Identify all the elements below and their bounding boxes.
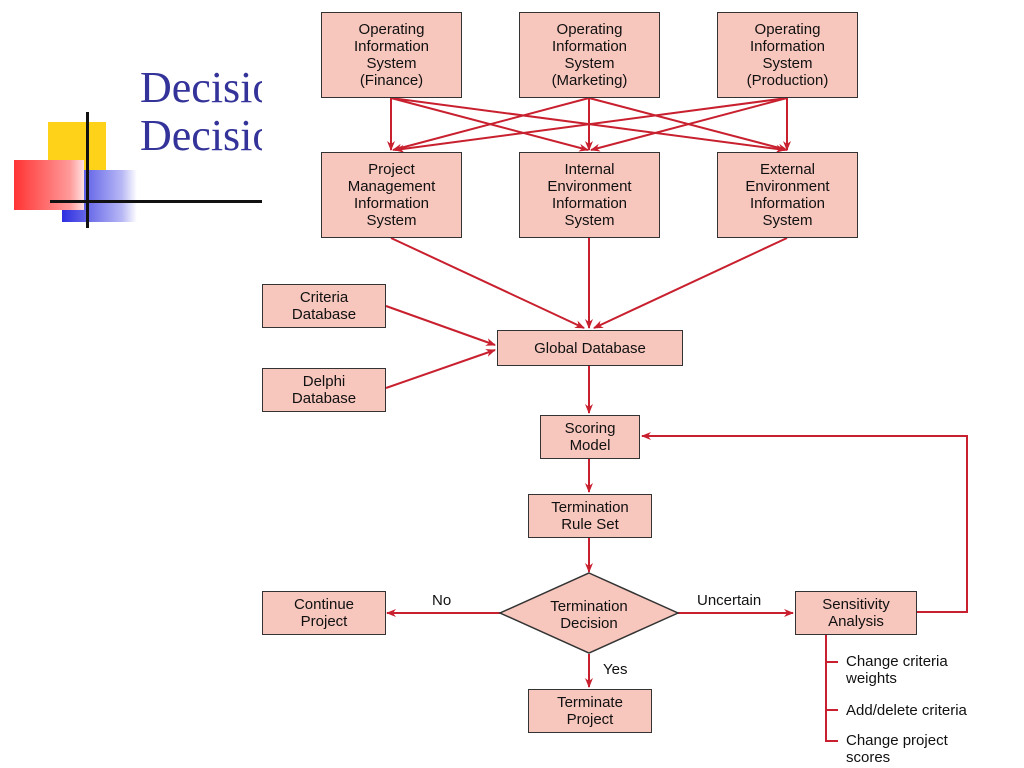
arrow-eeis-to-global bbox=[593, 237, 788, 329]
arrow-production-to-pmis bbox=[394, 97, 788, 153]
sensitivity-option-1: Change criteria weights bbox=[846, 653, 948, 687]
diagram-panel bbox=[262, 0, 1024, 768]
sensitivity-option-2: Add/delete criteria bbox=[846, 702, 967, 719]
arrow-criteria-to-global bbox=[385, 305, 496, 346]
ois-marketing-node: Operating Information System (Marketing) bbox=[519, 12, 660, 98]
continue-project-node: Continue Project bbox=[262, 591, 386, 635]
pmis-node: Project Management Information System bbox=[321, 152, 462, 238]
terminate-project-node: Terminate Project bbox=[528, 689, 652, 733]
eeis-node: External Environment Information System bbox=[717, 152, 858, 238]
arrow-production-to-ieis bbox=[590, 97, 788, 152]
global-database-node: Global Database bbox=[497, 330, 683, 366]
termination-decision-diamond bbox=[498, 572, 680, 654]
sensitivity-analysis-node: Sensitivity Analysis bbox=[795, 591, 917, 635]
delphi-database-node: Delphi Database bbox=[262, 368, 386, 412]
ieis-node: Internal Environment Information System bbox=[519, 152, 660, 238]
scoring-model-node: Scoring Model bbox=[540, 415, 640, 459]
arrow-delphi-to-global bbox=[385, 349, 496, 389]
decorative-line-horizontal bbox=[50, 200, 262, 203]
arrow-pmis-to-global bbox=[390, 237, 585, 329]
termination-decision-label: Termination Decision bbox=[550, 598, 628, 632]
decorative-line-vertical bbox=[86, 112, 89, 228]
edge-label-uncertain: Uncertain bbox=[697, 592, 762, 609]
sensitivity-option-3: Change project scores bbox=[846, 732, 948, 766]
arrow-sensitivity-to-scoring bbox=[641, 432, 968, 613]
ois-production-node: Operating Information System (Production… bbox=[717, 12, 858, 98]
criteria-database-node: Criteria Database bbox=[262, 284, 386, 328]
arrow-marketing-to-pmis bbox=[392, 97, 590, 152]
termination-rule-set-node: Termination Rule Set bbox=[528, 494, 652, 538]
edge-label-no: No bbox=[432, 592, 452, 609]
edge-label-yes: Yes bbox=[603, 661, 628, 678]
ois-finance-node: Operating Information System (Finance) bbox=[321, 12, 462, 98]
